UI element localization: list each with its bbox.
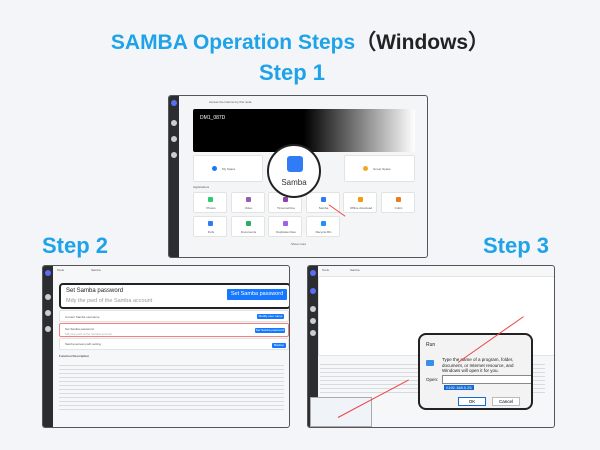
app-label: Timemachine xyxy=(277,206,295,210)
sidebar xyxy=(169,96,179,257)
run-description: Type the name of a program, folder, docu… xyxy=(442,357,514,373)
lan-toggle[interactable]: Access the internet by this node xyxy=(209,100,252,104)
run-dialog-small xyxy=(310,397,372,427)
samba-zoom-label: Samba xyxy=(281,178,307,187)
tab-samba[interactable]: Samba xyxy=(350,268,360,272)
modify-username-button[interactable]: Modify user name xyxy=(257,314,284,319)
app-tile[interactable]: Offline download xyxy=(343,192,377,213)
set-samba-password-button[interactable]: Set Samba password xyxy=(227,289,287,300)
row-sub: Mdy the pwd of the Samba account xyxy=(65,332,113,336)
tab-samba[interactable]: Samba xyxy=(91,268,101,272)
app-tile[interactable]: Recycle Bin xyxy=(305,216,340,237)
tab-tools[interactable]: Tools xyxy=(57,268,65,272)
app-label: Photos xyxy=(206,206,216,210)
ok-button[interactable]: OK xyxy=(458,397,486,406)
app-tile[interactable]: Video xyxy=(230,192,265,213)
samba-zoom-callout: Samba xyxy=(267,144,321,198)
app-icon xyxy=(320,221,326,226)
space-my[interactable]: My Space xyxy=(193,155,263,182)
row-path: Samba access path setting Backup xyxy=(59,338,289,350)
app-tile[interactable]: Documents xyxy=(230,216,265,237)
function-description-heading: Function Description xyxy=(59,354,89,358)
app-icon xyxy=(395,197,401,202)
app-label: Samba xyxy=(318,206,329,210)
title-main: SAMBA Operation Steps xyxy=(110,31,356,54)
set-password-row-button[interactable]: Set Samba password xyxy=(255,328,285,333)
row-label: Samba access path setting xyxy=(65,342,102,346)
row-label: Set Samba password xyxy=(65,327,94,331)
app-label: Cubic xyxy=(394,206,403,210)
step2-screenshot: Tools Samba Set Samba password Mdy the p… xyxy=(42,265,290,428)
app-tile[interactable]: Cubic xyxy=(380,192,415,213)
app-tile[interactable]: Dufs xyxy=(193,216,227,237)
row-label: Current Samba username xyxy=(65,315,100,319)
space-label: Group Space xyxy=(373,167,391,171)
applications-heading: Applications xyxy=(193,185,210,189)
run-title: Run xyxy=(426,342,436,348)
app-label: Dufs xyxy=(207,230,215,234)
cancel-button[interactable]: Cancel xyxy=(492,397,520,406)
app-label: Video xyxy=(244,206,253,210)
step-3-label: Step 3 xyxy=(483,233,550,258)
run-dialog-zoom: Run Type the name of a program, folder, … xyxy=(418,333,533,410)
set-password-callout: Set Samba password Mdy the pwd of the Sa… xyxy=(59,283,289,309)
run-icon xyxy=(426,360,434,366)
app-label: Offline download xyxy=(349,206,373,210)
step3-screenshot: Tools Samba Run Type the name of a progr… xyxy=(307,265,555,428)
open-label: Open: xyxy=(426,377,439,382)
app-tile[interactable]: Photos xyxy=(193,192,227,213)
app-icon xyxy=(358,197,363,202)
title-suffix: （Windows） xyxy=(355,31,490,54)
backup-button[interactable]: Backup xyxy=(272,343,286,348)
app-icon xyxy=(208,221,213,226)
open-input[interactable]: \\192.168.0.25 xyxy=(442,375,531,390)
app-icon xyxy=(283,197,288,202)
page-title: SAMBA Operation Steps（Windows） xyxy=(0,26,600,56)
app-icon xyxy=(245,221,251,226)
app-label: Recycle Bin xyxy=(315,230,332,234)
app-icon xyxy=(208,197,213,202)
app-icon xyxy=(320,197,326,202)
callout-subtitle: Mdy the pwd of the Samba account xyxy=(66,298,153,304)
space-group[interactable]: Group Space xyxy=(344,155,415,182)
description-text xyxy=(59,362,284,412)
space-label: My Space xyxy=(222,167,236,171)
callout-title: Set Samba password xyxy=(66,288,124,294)
app-tile[interactable]: Samba xyxy=(305,192,340,213)
app-label: Duplicate Files xyxy=(276,230,296,234)
app-label: Documents xyxy=(240,230,257,234)
app-icon xyxy=(245,197,251,202)
device-name: DM1_087D xyxy=(200,115,226,121)
tab-tools[interactable]: Tools xyxy=(322,268,330,272)
show-more-link[interactable]: Show more xyxy=(291,242,307,246)
step1-screenshot: Access the internet by this node DM1_087… xyxy=(168,95,428,258)
app-icon xyxy=(283,221,288,226)
step-1-label: Step 1 xyxy=(259,60,326,85)
device-banner: DM1_087D xyxy=(193,109,415,152)
samba-icon xyxy=(287,156,303,172)
app-tile[interactable]: Duplicate Files xyxy=(268,216,302,237)
open-value: \\192.168.0.25 xyxy=(444,385,474,390)
step-2-label: Step 2 xyxy=(42,233,109,258)
row-username: Current Samba username Modify user name xyxy=(59,310,289,322)
